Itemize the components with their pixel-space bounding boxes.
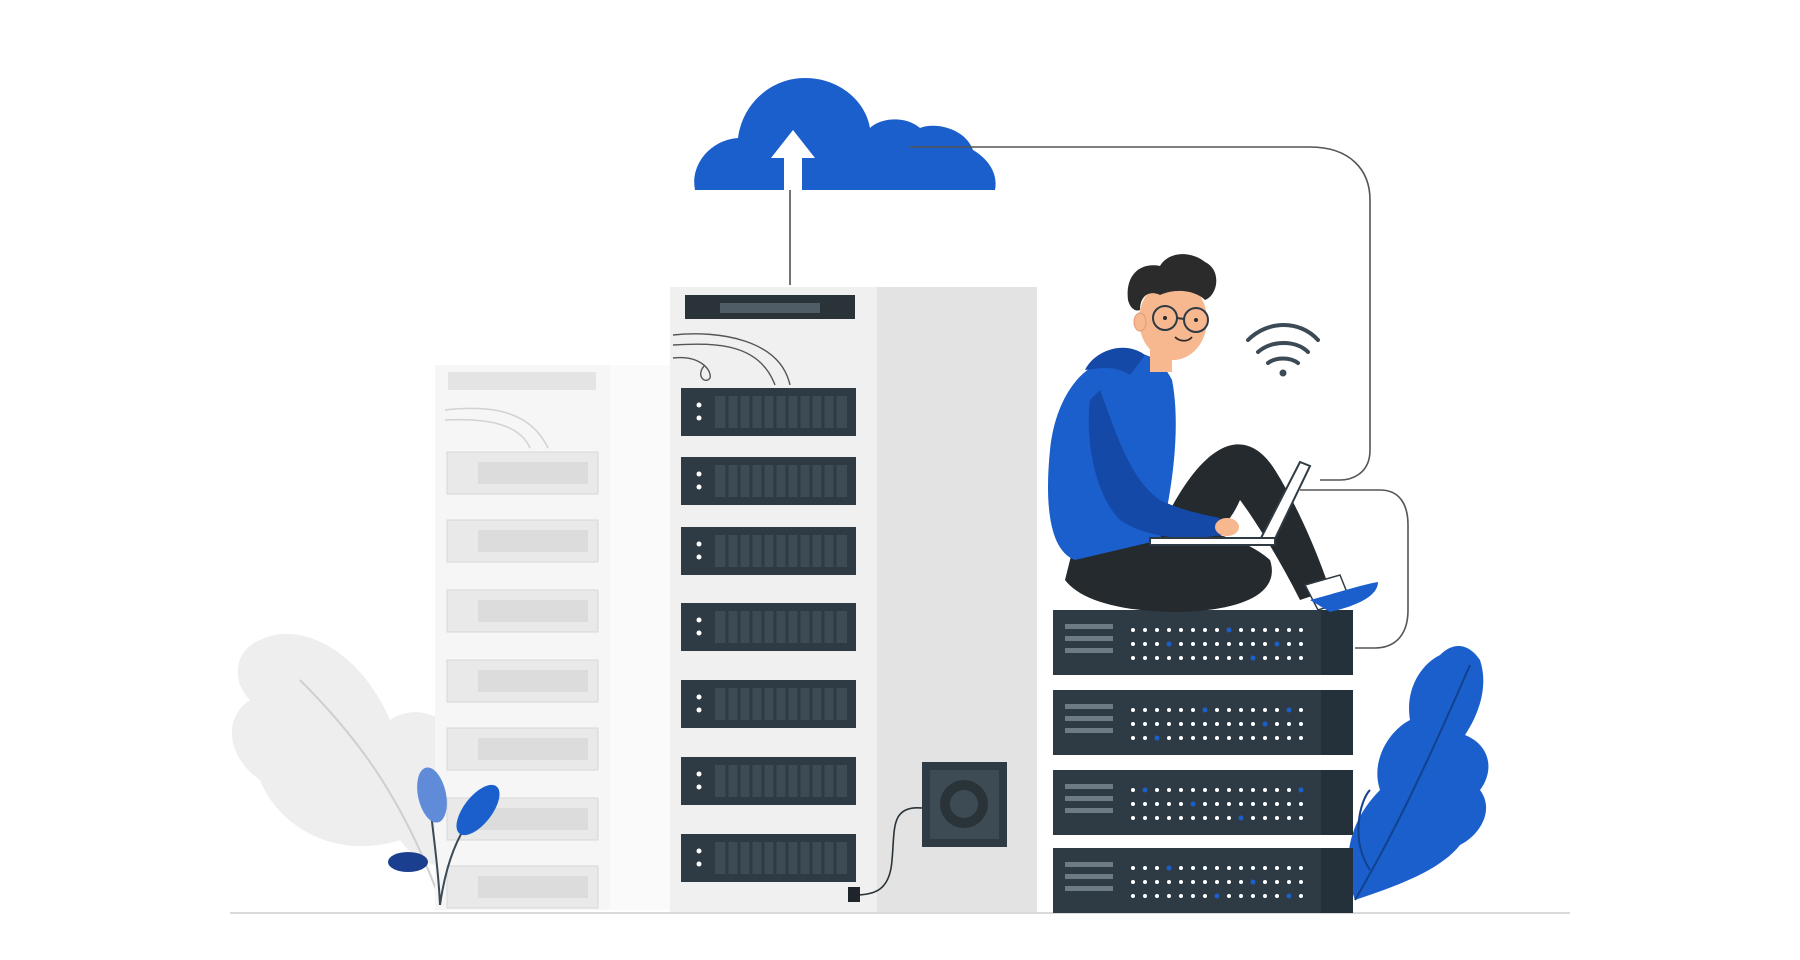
- connection-line: [910, 146, 1371, 481]
- server-tower-main: [670, 287, 1037, 912]
- small-blue-plant-icon: [388, 767, 500, 906]
- rack-unit: [681, 834, 856, 882]
- server-stack: [1053, 610, 1353, 913]
- power-connector-box: [848, 762, 1007, 902]
- connection-line-lower: [1300, 489, 1409, 649]
- rack-unit-flat: [1053, 848, 1353, 913]
- rack-unit: [681, 680, 856, 728]
- rack-unit: [681, 388, 856, 436]
- rack-unit: [681, 527, 856, 575]
- wifi-icon: [1246, 323, 1320, 377]
- blue-leaf-icon: [1348, 645, 1489, 901]
- rack-unit-flat: [1053, 770, 1353, 835]
- rack-unit: [681, 603, 856, 651]
- rack-unit-flat: [1053, 610, 1353, 675]
- rack-unit: [681, 757, 856, 805]
- cloud-upload-icon: [694, 78, 996, 285]
- person-with-laptop: [1048, 254, 1378, 612]
- rack-unit: [681, 457, 856, 505]
- rack-unit-flat: [1053, 690, 1353, 755]
